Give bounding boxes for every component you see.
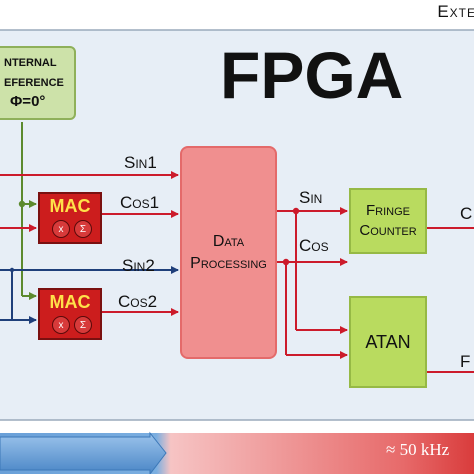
fringe-counter-line-2: Counter [359, 222, 417, 239]
right-output-lines [427, 227, 474, 373]
fringe-counter-block: Fringe Counter [349, 188, 427, 254]
sum-icon: Σ [74, 220, 92, 238]
reference-line-2: eference [4, 73, 64, 90]
multiply-icon: x [52, 220, 70, 238]
frequency-label: ≈ 50 kHz [386, 440, 450, 459]
atan-block: ATAN [349, 296, 427, 388]
output-label-sin: Sin [299, 188, 323, 207]
reference-lines [18, 122, 37, 300]
mac-block-1: MAC x Σ [38, 192, 102, 244]
internal-reference-block: nternal eference Φ=0° [0, 46, 76, 120]
reference-line-1: nternal [4, 53, 57, 70]
atan-label: ATAN [365, 331, 411, 352]
signal-label-cos2: Cos2 [118, 292, 158, 311]
signal-label-cos1: Cos1 [120, 193, 160, 212]
mac-label: MAC [49, 292, 91, 312]
data-processing-line-2: Processing [190, 254, 267, 272]
fpga-title: FPGA [220, 38, 404, 112]
output-label-cos: Cos [299, 236, 329, 255]
data-processing-line-1: Data [212, 232, 245, 250]
data-processing-block: Data Processing [180, 146, 277, 359]
right-label-top: C [460, 204, 473, 223]
sum-icon: Σ [74, 316, 92, 334]
input-lines [0, 171, 179, 324]
reference-phase: Φ=0° [10, 93, 46, 110]
signal-label-sin1: Sin1 [124, 153, 157, 172]
mac-label: MAC [49, 196, 91, 216]
bottom-arrow [0, 431, 167, 474]
mac-output-lines [102, 210, 179, 316]
processing-output-lines [277, 207, 348, 359]
mac-block-2: MAC x Σ [38, 288, 102, 340]
multiply-icon: x [52, 316, 70, 334]
fringe-counter-line-1: Fringe [366, 202, 410, 219]
header-text: Exte [437, 2, 474, 21]
right-label-bottom: F [460, 352, 471, 371]
signal-label-sin2: Sin2 [122, 256, 155, 275]
